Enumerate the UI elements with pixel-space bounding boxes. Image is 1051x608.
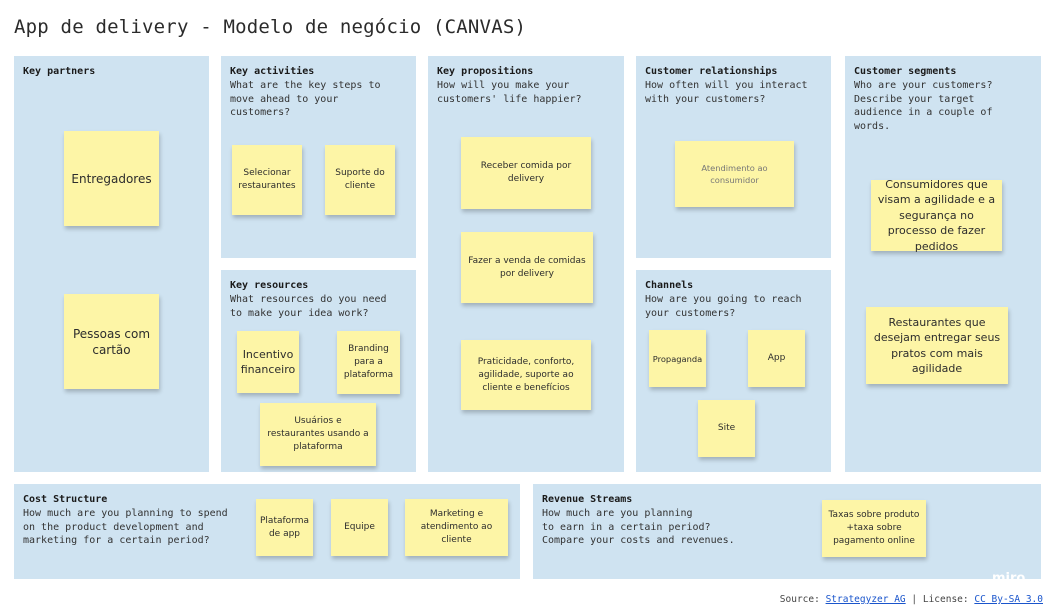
block-title: Customer relationships [645, 66, 778, 77]
sticky-note[interactable]: Suporte do cliente [325, 145, 395, 215]
sticky-note[interactable]: Propaganda [649, 330, 706, 387]
block-question: How are you going to reach your customer… [645, 294, 802, 319]
block-title: Revenue Streams [542, 494, 633, 505]
sticky-note[interactable]: Restaurantes que desejam entregar seus p… [866, 307, 1008, 384]
block-key-partners[interactable]: Key partners [14, 56, 209, 472]
block-title: Customer segments [854, 66, 957, 77]
sticky-note[interactable]: Atendimento ao consumidor [675, 141, 794, 207]
block-title: Key propositions [437, 66, 534, 77]
block-question: How much are you planning to spend on th… [23, 508, 228, 546]
sticky-note[interactable]: Fazer a venda de comidas por delivery [461, 232, 593, 303]
sticky-note[interactable]: Branding para a plataforma [337, 331, 400, 394]
sticky-note[interactable]: Equipe [331, 499, 388, 556]
sticky-note[interactable]: Plataforma de app [256, 499, 313, 556]
license-link[interactable]: CC By-SA 3.0 [974, 594, 1043, 605]
block-title: Key resources [230, 280, 309, 291]
block-revenue-streams[interactable]: Revenue Streams How much are you plannin… [533, 484, 1041, 579]
block-question: How much are you planning to earn in a c… [542, 508, 735, 546]
sticky-note[interactable]: Selecionar restaurantes [232, 145, 302, 215]
source-link[interactable]: Strategyzer AG [825, 594, 906, 605]
sticky-note[interactable]: Usuários e restaurantes usando a platafo… [260, 403, 376, 466]
block-question: How will you make your customers' life h… [437, 80, 582, 105]
block-question: What are the key steps to move ahead to … [230, 80, 381, 118]
block-title: Key activities [230, 66, 315, 77]
block-title: Cost Structure [23, 494, 108, 505]
sticky-note[interactable]: Incentivo financeiro [237, 331, 299, 393]
sticky-note[interactable]: Consumidores que visam a agilidade e a s… [871, 178, 1002, 253]
license-label: License: [922, 594, 969, 605]
sticky-note[interactable]: App [748, 330, 805, 387]
sticky-note[interactable]: Marketing e atendimento ao cliente [405, 499, 508, 556]
sticky-note[interactable]: Entregadores [64, 131, 159, 226]
sticky-note[interactable]: Receber comida por delivery [461, 137, 591, 209]
footer-attribution: Source: Strategyzer AG | License: CC By-… [780, 594, 1043, 605]
sticky-note[interactable]: Praticidade, conforto, agilidade, suport… [461, 340, 591, 410]
sticky-note[interactable]: Taxas sobre produto +taxa sobre pagament… [822, 500, 926, 557]
block-customer-segments[interactable]: Customer segments Who are your customers… [845, 56, 1041, 472]
block-title: Key partners [23, 66, 96, 77]
block-question: How often will you interact with your cu… [645, 80, 808, 105]
block-title: Channels [645, 280, 694, 291]
board-title: App de delivery - Modelo de negócio (CAN… [14, 16, 527, 38]
sticky-note[interactable]: Site [698, 400, 755, 457]
source-label: Source: [779, 594, 820, 605]
footer-separator: | [911, 594, 918, 605]
block-question: What resources do you need to make your … [230, 294, 387, 319]
block-question: Who are your customers? Describe your ta… [854, 80, 993, 132]
sticky-note[interactable]: Pessoas com cartão [64, 294, 159, 389]
miro-watermark: miro [992, 571, 1026, 586]
